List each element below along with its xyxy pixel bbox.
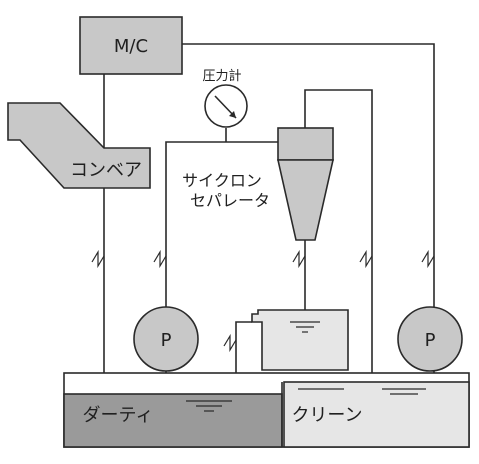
clean-tank-label: クリーン	[291, 405, 362, 426]
machine-box: M/C	[79, 16, 183, 75]
pump-right-label: P	[425, 330, 436, 351]
pressure-gauge: 圧力計	[202, 68, 248, 128]
machine-label: M/C	[114, 36, 148, 57]
pump-right: P	[397, 306, 463, 372]
flow-direction-arrow-icon	[292, 249, 306, 269]
flow-direction-arrow-icon	[359, 249, 373, 269]
cyclone-label-line1: サイクロン	[182, 171, 262, 190]
conveyor: コンベア	[7, 102, 151, 189]
level-marks	[186, 388, 426, 412]
piping	[103, 43, 435, 404]
flow-direction-arrow-icon	[223, 333, 237, 353]
pressure-gauge-icon	[204, 84, 248, 128]
cyclone-label-line2: セパレータ	[190, 191, 270, 210]
dirty-tank	[63, 393, 283, 448]
pump-left-label: P	[161, 330, 172, 351]
collection-box	[251, 309, 349, 371]
conveyor-label: コンベア	[70, 160, 142, 181]
pressure-gauge-label: 圧力計	[202, 68, 241, 84]
dirty-tank-label: ダーティ	[83, 405, 154, 426]
flow-direction-arrow-icon	[153, 249, 167, 269]
flow-direction-arrow-icon	[421, 249, 435, 269]
cyclone-separator: サイクロン セパレータ	[182, 127, 334, 241]
pump-left: P	[133, 306, 199, 372]
clean-tank	[283, 381, 470, 448]
tank-assembly: ダーティ クリーン	[63, 372, 470, 448]
flow-direction-arrow-icon	[91, 249, 105, 269]
flow-arrows	[91, 249, 435, 353]
